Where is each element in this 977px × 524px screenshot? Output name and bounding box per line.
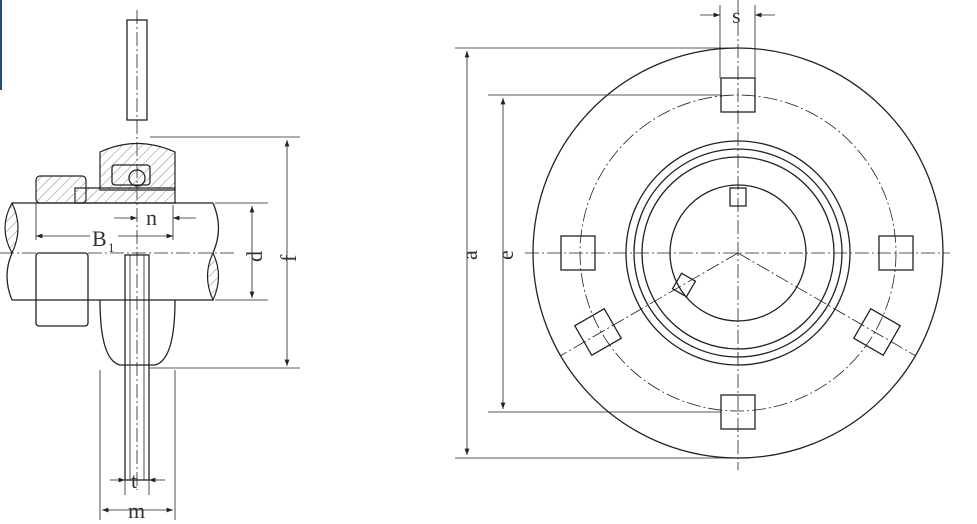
dim-label-t: t xyxy=(131,468,137,493)
side-view: B 1 n d f t m xyxy=(0,10,301,523)
dim-label-d: d xyxy=(242,251,267,262)
dim-label-a: a xyxy=(457,250,482,260)
housing-section xyxy=(99,143,176,191)
bolt-hole xyxy=(573,307,623,357)
collar-lower xyxy=(35,252,89,327)
ball xyxy=(128,169,146,187)
dim-label-f: f xyxy=(276,254,301,262)
front-view: s a e xyxy=(455,0,950,470)
locking-collar xyxy=(35,175,87,204)
dim-label-n: n xyxy=(146,205,157,230)
bolt-hole xyxy=(852,307,902,357)
bolt-hole xyxy=(878,235,914,271)
ball-cage xyxy=(111,164,151,186)
window-edge xyxy=(0,0,2,90)
dim-label-s: s xyxy=(732,3,741,28)
set-screw xyxy=(671,272,697,298)
shaft-break-right xyxy=(206,251,220,302)
inner-ring xyxy=(74,187,176,204)
dim-label-e: e xyxy=(493,250,518,260)
dim-label-m: m xyxy=(128,498,145,523)
dim-label-b1: B xyxy=(92,226,107,251)
shaft-break-left xyxy=(4,201,19,255)
dim-label-b1-subscript: 1 xyxy=(108,240,115,255)
set-screw xyxy=(729,187,747,207)
bolt-hole xyxy=(560,235,596,271)
